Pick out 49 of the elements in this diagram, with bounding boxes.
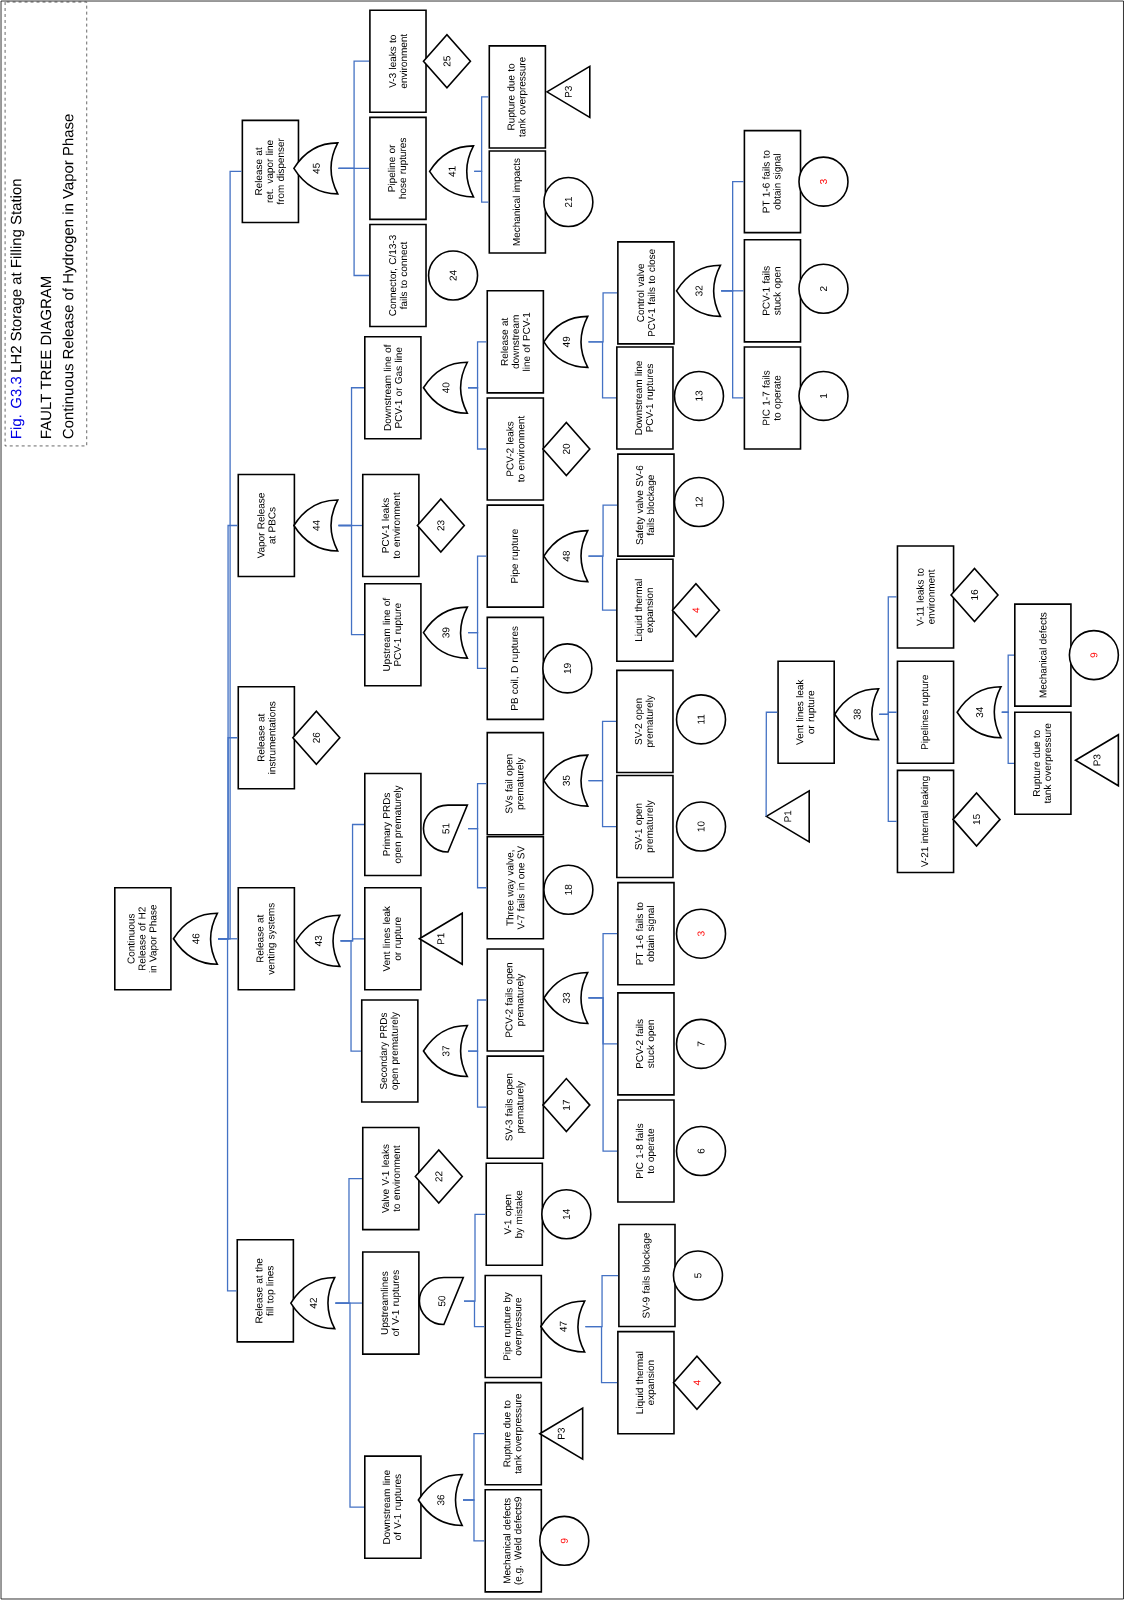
or-gate: 45 [292, 142, 339, 195]
or-gate: 38 [833, 688, 880, 741]
or-gate: 48 [542, 529, 589, 583]
or-gate: 46 [172, 912, 218, 966]
or-gate: 32 [675, 264, 721, 318]
connector-line [467, 341, 487, 389]
node-label: 9 [1090, 652, 1098, 658]
or-gate: 44 [292, 499, 339, 552]
connector-line [473, 96, 489, 173]
connector-line [765, 711, 778, 817]
or-gate: 35 [542, 754, 589, 807]
connector-line [334, 1177, 363, 1304]
or-gate: 41 [428, 145, 475, 198]
connector-line [339, 823, 365, 942]
event-box: Rupture due to tank overpressure [1013, 711, 1072, 816]
connector-line [584, 1274, 619, 1328]
connector-line [587, 720, 617, 782]
or-gate: 43 [294, 914, 341, 968]
connector-line [467, 999, 487, 1052]
subtitle-text: Continuous Release of Hydrogen in Vapor Phase [62, 114, 77, 439]
figure-number: Fig. G3.3 [10, 376, 25, 438]
connector-line [1000, 711, 1015, 764]
connector-line [217, 170, 242, 940]
or-gate: 42 [289, 1276, 336, 1330]
or-gate: 37 [422, 1024, 468, 1078]
connector-line [587, 292, 618, 343]
heading-text: FAULT TREE DIAGRAM [40, 277, 51, 438]
connector-line [587, 504, 618, 557]
or-gate: 39 [422, 606, 468, 659]
or-gate: 47 [539, 1300, 586, 1353]
connector-line [587, 997, 618, 1152]
and-gate: 50 [418, 1276, 464, 1326]
or-gate: 36 [417, 1473, 463, 1527]
connector-line [462, 1499, 485, 1542]
or-gate: 40 [422, 361, 468, 415]
transfer-triangle: P3 [545, 64, 591, 119]
and-gate: 51 [422, 804, 468, 853]
or-gate: 33 [542, 971, 589, 1025]
title-text: LH2 Storage at Filling Station [10, 179, 25, 372]
connector-line [467, 783, 487, 830]
connector-line [467, 555, 487, 634]
or-gate: 49 [542, 315, 589, 369]
connector-line [337, 387, 365, 527]
event-box: Secondary PRDs open prematurely [360, 999, 419, 1103]
connector-line [720, 181, 744, 292]
connector-line [878, 713, 898, 823]
or-gate: 34 [956, 685, 1002, 739]
connector-line [463, 1213, 486, 1302]
connector-line [337, 60, 370, 169]
